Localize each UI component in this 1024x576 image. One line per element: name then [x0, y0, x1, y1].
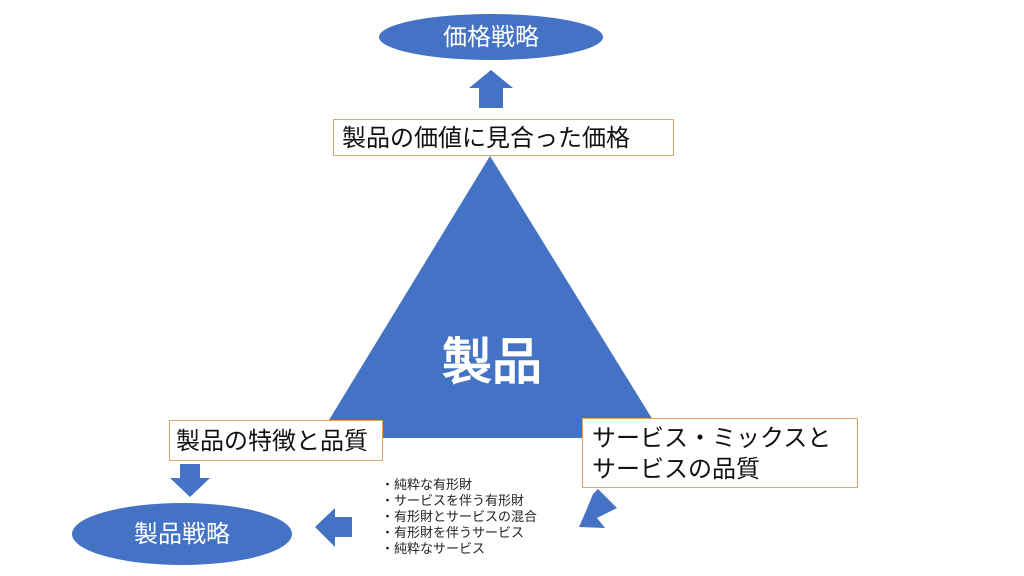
service-box-line2: サービスの品質 — [592, 455, 760, 483]
arrow-left-icon — [315, 508, 352, 547]
pricing-strategy-ellipse — [379, 14, 603, 60]
arrow-down-icon — [170, 464, 210, 497]
product-features-label: 製品の特徴と品質 — [176, 427, 368, 455]
product-strategy-ellipse — [72, 503, 292, 565]
arrow-up-icon — [469, 70, 513, 108]
list-item: ・有形財を伴うサービス — [381, 526, 525, 541]
product-triangle — [318, 156, 664, 438]
service-mix-list: ・純粋な有形財 ・サービスを伴う有形財 ・有形財とサービスの混合 ・有形財を伴う… — [381, 478, 537, 558]
pricing-strategy-label: 価格戦略 — [443, 23, 539, 51]
list-item: ・サービスを伴う有形財 — [381, 494, 525, 509]
service-box: サービス・ミックスと サービスの品質 — [582, 418, 858, 488]
pricing-box-label: 製品の価値に見合った価格 — [342, 124, 630, 152]
service-box-line1: サービス・ミックスと — [592, 424, 832, 452]
list-item: ・純粋なサービス — [381, 542, 486, 557]
product-strategy-label: 製品戦略 — [134, 520, 230, 548]
list-item: ・有形財とサービスの混合 — [381, 510, 538, 525]
pricing-box: 製品の価値に見合った価格 — [333, 119, 674, 156]
arrow-down-left-icon — [579, 489, 617, 528]
list-item: ・純粋な有形財 — [381, 478, 473, 493]
product-center-label: 製品 — [442, 333, 542, 391]
product-features-box: 製品の特徴と品質 — [169, 420, 383, 461]
